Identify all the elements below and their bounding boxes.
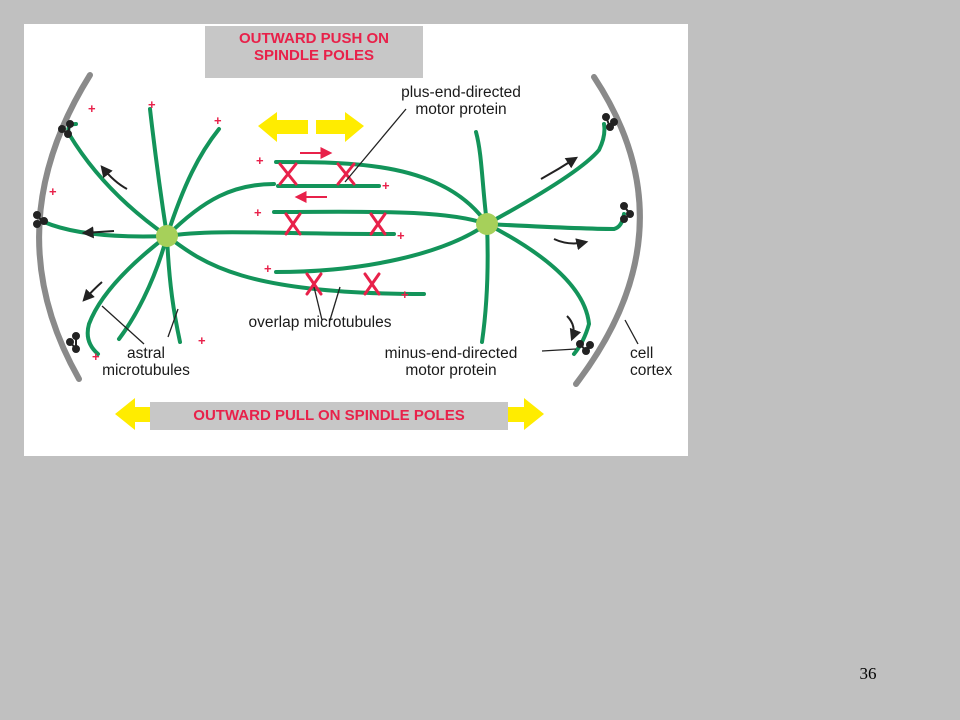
plus-end-sign: + (382, 178, 390, 193)
movement-arrow (82, 281, 103, 302)
leader-line (167, 308, 179, 338)
left-spindle-pole (156, 225, 178, 247)
slide-number: 36 (859, 664, 877, 683)
astral-microtubule (474, 130, 489, 226)
movement-arrow (566, 315, 582, 342)
plus-end-sign: + (49, 184, 57, 199)
cell-cortex-label-line1: cell (630, 345, 654, 362)
leader-line (344, 108, 407, 183)
leader-line (313, 286, 323, 321)
left-cell-cortex (36, 72, 93, 382)
plus-end-motor-label: plus-end-directed motor protein (376, 84, 546, 118)
minus-end-motor-protein (620, 202, 634, 223)
plus-end-sign: + (401, 287, 409, 302)
outward-push-box: OUTWARD PUSH ON SPINDLE POLES (205, 26, 423, 78)
astral-microtubules-label-line2: microtubules (102, 362, 190, 379)
minus-end-motor-protein (66, 332, 80, 353)
overlap-microtubule (165, 182, 276, 238)
movement-arrow (81, 226, 115, 239)
push-arrow-right (316, 112, 364, 142)
astral-microtubule (148, 107, 169, 238)
leader-line (541, 348, 577, 352)
astral-microtubule (485, 122, 607, 226)
plus-end-sign: + (254, 205, 262, 220)
minus-end-motor-protein (58, 120, 74, 138)
spindle-figure: + + + + + + + + + + + + OUTWARD PUSH ON … (24, 24, 688, 456)
push-arrow-left (258, 112, 308, 142)
astral-microtubule (485, 212, 626, 232)
outward-push-line2: SPINDLE POLES (253, 47, 375, 64)
overlap-microtubule (272, 209, 489, 226)
plus-end-sign: + (256, 153, 264, 168)
minus-end-motor-protein (33, 211, 48, 228)
astral-microtubule (165, 234, 182, 344)
astral-microtubules-label-line1: astral (127, 345, 165, 362)
astral-microtubule (117, 234, 169, 341)
overlap-microtubules-label: overlap microtubules (248, 314, 392, 331)
right-cell-cortex (573, 74, 643, 387)
plus-end-sign: + (148, 97, 156, 112)
cell-cortex-label: cell cortex (630, 345, 684, 379)
cell-cortex-label-line2: cortex (630, 362, 673, 379)
plus-end-motor-protein (336, 162, 356, 186)
plus-end-motor-protein (363, 272, 381, 296)
plus-end-sign: + (214, 113, 222, 128)
spindle-diagram (33, 72, 643, 430)
astral-microtubule (42, 220, 169, 239)
overlap-microtubule (274, 160, 489, 226)
movement-arrow (540, 156, 579, 180)
plus-end-motor-protein (305, 272, 323, 296)
leader-line (101, 305, 145, 345)
astral-microtubule (480, 222, 490, 344)
plus-end-motor-label-line1: plus-end-directed (401, 84, 521, 101)
outward-pull-box: OUTWARD PULL ON SPINDLE POLES (150, 402, 508, 430)
plus-end-sign: + (198, 333, 206, 348)
plus-end-motor-label-line2: motor protein (415, 101, 507, 118)
outward-push-line1: OUTWARD PUSH ON (239, 30, 389, 47)
plus-end-motor-protein (369, 212, 387, 236)
right-spindle-pole (476, 213, 498, 235)
leader-line (329, 286, 341, 321)
movement-arrow (553, 238, 589, 251)
plus-end-motor-protein (284, 212, 302, 236)
plus-end-sign: + (397, 228, 405, 243)
overlap-microtubule (165, 230, 396, 238)
pull-arrow-right (508, 398, 544, 430)
plus-end-motor-protein (278, 162, 298, 186)
minus-end-motor-label-line2: motor protein (405, 362, 497, 379)
astral-microtubules-label: astral microtubules (84, 345, 208, 379)
astral-microtubule (85, 234, 169, 356)
astral-microtubule (165, 127, 221, 238)
overlap-microtubule (274, 222, 489, 274)
plus-end-sign: + (264, 261, 272, 276)
plus-end-sign: + (88, 101, 96, 116)
minus-end-motor-protein (602, 113, 618, 131)
movement-arrow (100, 165, 128, 190)
plus-end-sign: + (92, 349, 100, 364)
minus-end-motor-label: minus-end-directed motor protein (362, 345, 540, 379)
minus-end-motor-protein (576, 340, 594, 355)
minus-end-motor-label-line1: minus-end-directed (384, 345, 518, 362)
overlap-microtubule (165, 234, 426, 296)
leader-line (624, 319, 639, 345)
pull-arrow-left (115, 398, 154, 430)
